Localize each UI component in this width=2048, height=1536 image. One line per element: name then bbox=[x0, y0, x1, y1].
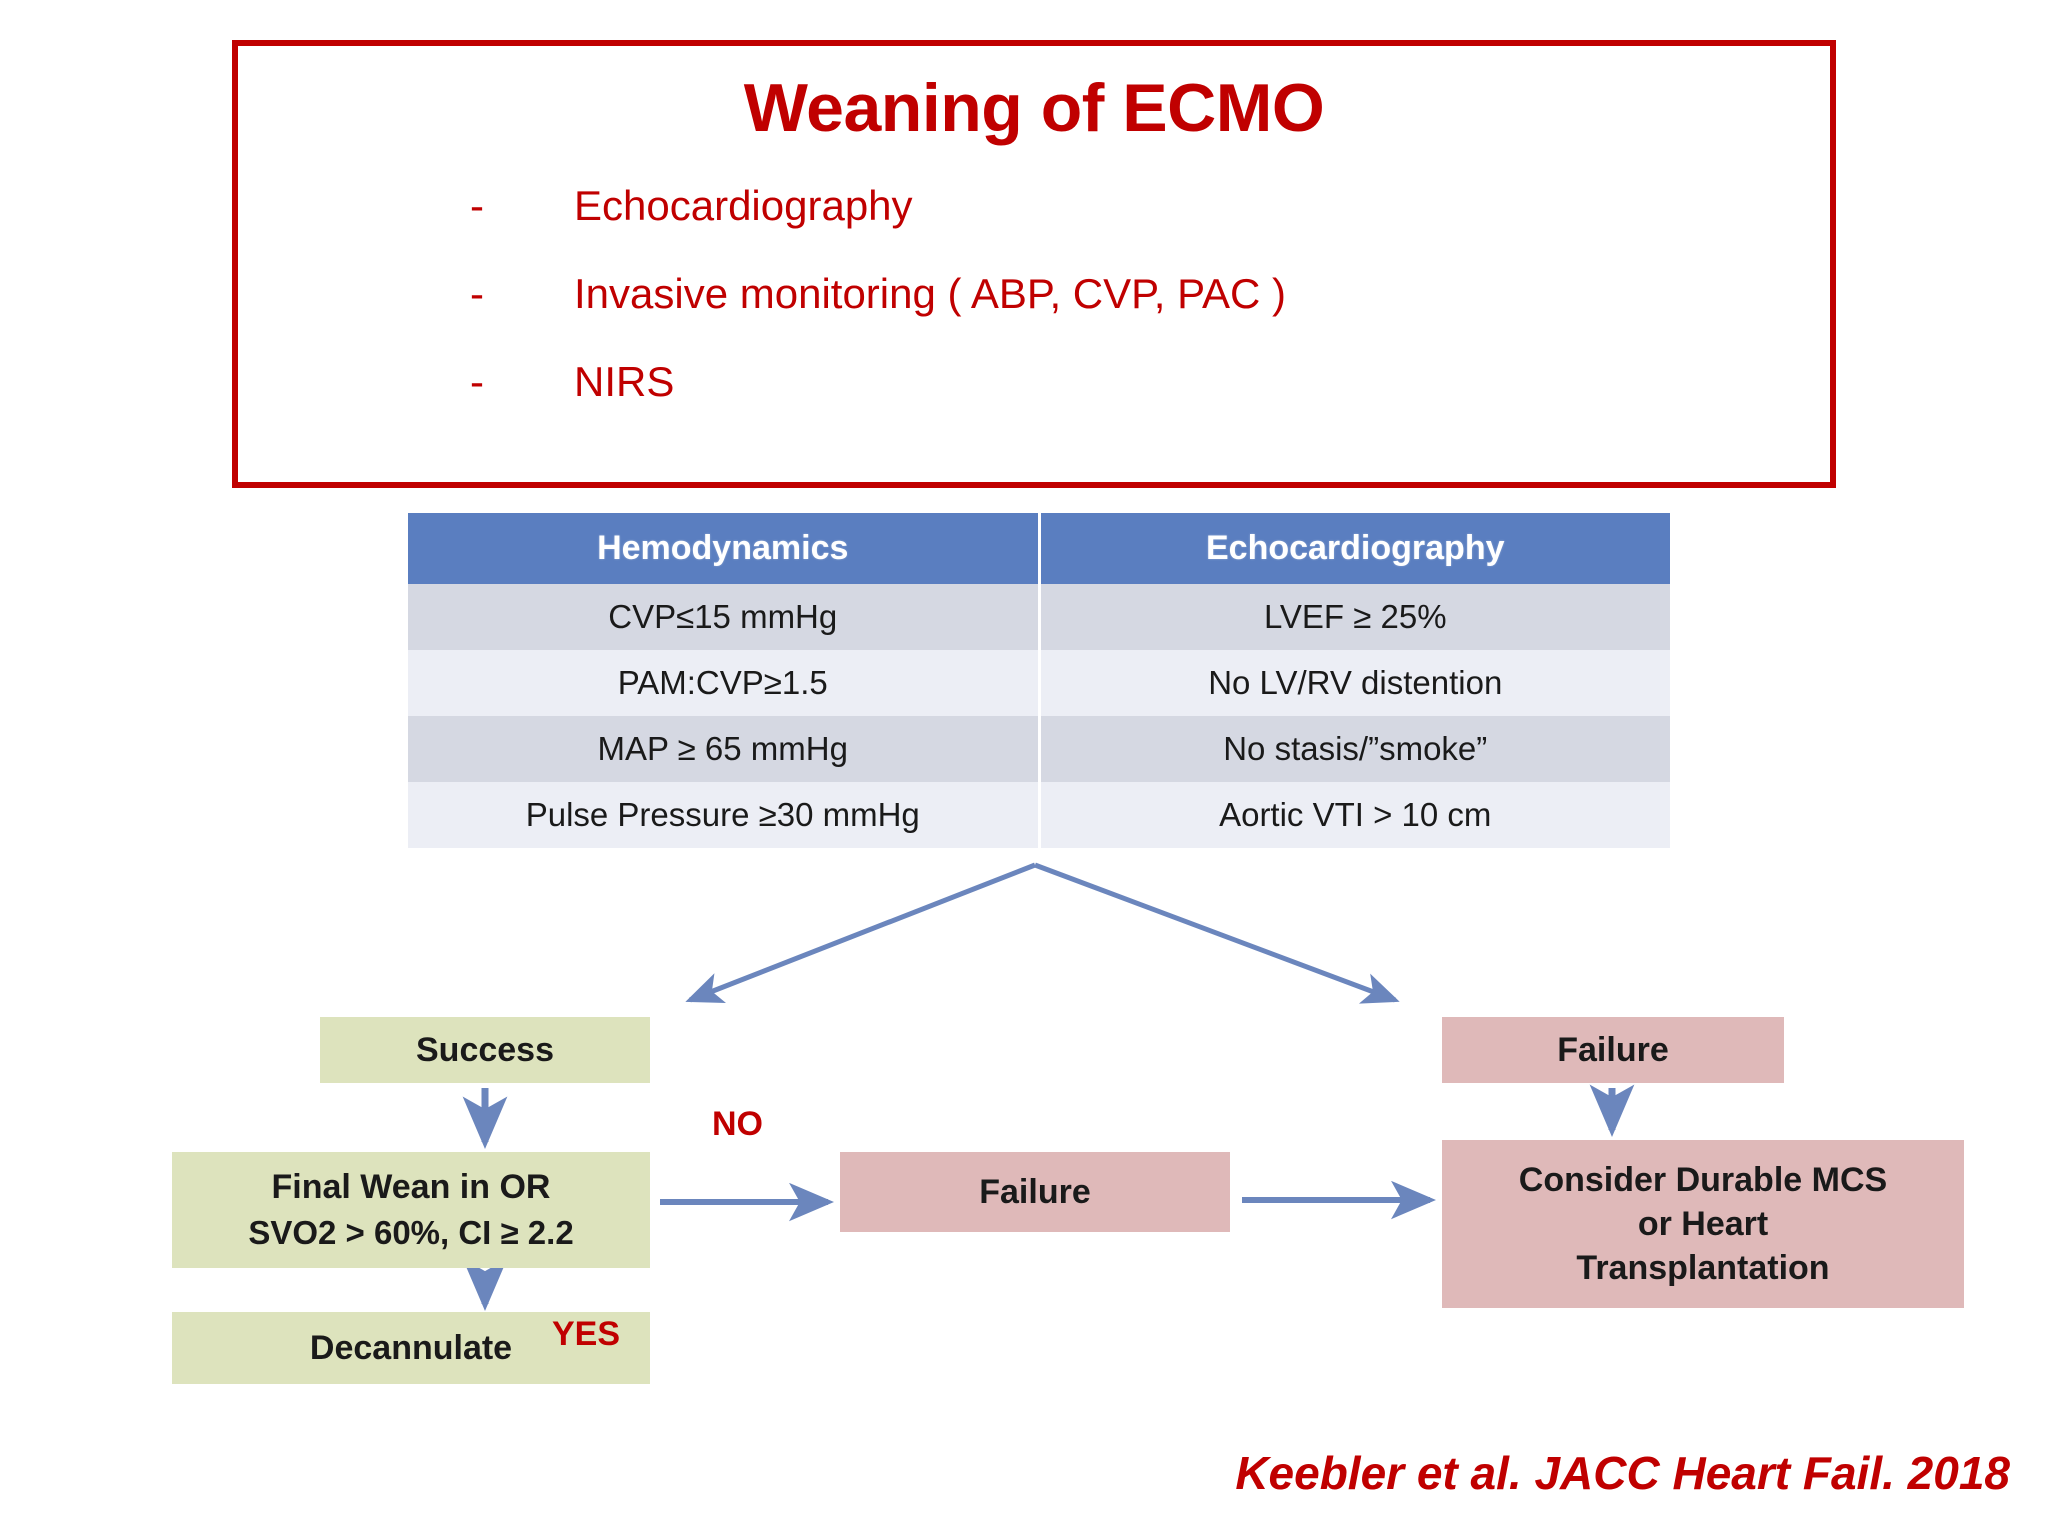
bullet-label: Invasive monitoring ( ABP, CVP, PAC ) bbox=[574, 270, 1286, 317]
bullet-marker-icon: - bbox=[470, 358, 484, 405]
cell-hemodynamics: PAM:CVP≥1.5 bbox=[408, 650, 1041, 716]
bullet-marker-icon: - bbox=[470, 270, 484, 317]
bullet-label: Echocardiography bbox=[574, 182, 913, 229]
bullet-item-invasive-monitoring: - Invasive monitoring ( ABP, CVP, PAC ) bbox=[238, 270, 1830, 318]
flow-node-decannulate: Decannulate bbox=[172, 1312, 650, 1384]
weaning-flowchart: Success Final Wean in OR SVO2 > 60%, CI … bbox=[0, 862, 2048, 1400]
flow-node-label-line-1: Consider Durable MCS bbox=[1518, 1160, 1888, 1199]
cell-echocardiography: Aortic VTI > 10 cm bbox=[1039, 782, 1670, 848]
table-row: PAM:CVP≥1.5 No LV/RV distention bbox=[408, 650, 1670, 716]
flow-node-failure-top: Failure bbox=[1442, 1017, 1784, 1083]
flow-node-label-line-2: or Heart bbox=[1637, 1204, 1769, 1243]
flow-node-criteria: SVO2 > 60%, CI ≥ 2.2 bbox=[248, 1213, 574, 1251]
cell-echocardiography: LVEF ≥ 25% bbox=[1039, 584, 1670, 650]
flow-node-label: Failure bbox=[979, 1172, 1091, 1211]
bullet-item-echocardiography: - Echocardiography bbox=[238, 182, 1830, 230]
weaning-criteria-table: Hemodynamics Echocardiography CVP≤15 mmH… bbox=[408, 513, 1670, 848]
flow-node-label: Decannulate bbox=[309, 1328, 513, 1367]
bullet-marker-icon: - bbox=[470, 182, 484, 229]
table-row: Pulse Pressure ≥30 mmHg Aortic VTI > 10 … bbox=[408, 782, 1670, 848]
flow-node-label: Success bbox=[416, 1030, 554, 1069]
page-title: Weaning of ECMO bbox=[743, 70, 1325, 146]
cell-hemodynamics: CVP≤15 mmHg bbox=[408, 584, 1041, 650]
citation-text: Keebler et al. JACC Heart Fail. 2018 bbox=[1235, 1447, 2010, 1499]
flow-node-label-line-3: Transplantation bbox=[1576, 1249, 1830, 1288]
flow-node-label: Failure bbox=[1557, 1030, 1669, 1069]
bullet-label: NIRS bbox=[574, 358, 675, 405]
flow-node-final-wean: Final Wean in OR SVO2 > 60%, CI ≥ 2.2 bbox=[172, 1152, 650, 1268]
edge-label-yes: YES bbox=[552, 1315, 621, 1353]
table-row: CVP≤15 mmHg LVEF ≥ 25% bbox=[408, 584, 1670, 650]
flow-node-failure-middle: Failure bbox=[840, 1152, 1230, 1232]
cell-echocardiography: No stasis/”smoke” bbox=[1039, 716, 1670, 782]
title-bullet-box: Weaning of ECMO - Echocardiography - Inv… bbox=[232, 40, 1836, 488]
flow-node-success: Success bbox=[320, 1017, 650, 1083]
table-row: MAP ≥ 65 mmHg No stasis/”smoke” bbox=[408, 716, 1670, 782]
flow-node-consider-durable-mcs: Consider Durable MCS or Heart Transplant… bbox=[1442, 1140, 1964, 1308]
flowchart-arrows bbox=[462, 862, 1635, 1311]
column-header-echocardiography: Echocardiography bbox=[1039, 513, 1670, 584]
table-header-row: Hemodynamics Echocardiography bbox=[408, 513, 1670, 584]
cell-hemodynamics: Pulse Pressure ≥30 mmHg bbox=[408, 782, 1041, 848]
cell-echocardiography: No LV/RV distention bbox=[1039, 650, 1670, 716]
bullet-item-nirs: - NIRS bbox=[238, 358, 1830, 406]
edge-label-no: NO bbox=[712, 1105, 763, 1143]
flow-node-label: Final Wean in OR bbox=[271, 1168, 551, 1207]
cell-hemodynamics: MAP ≥ 65 mmHg bbox=[408, 716, 1041, 782]
column-header-hemodynamics: Hemodynamics bbox=[408, 513, 1041, 584]
